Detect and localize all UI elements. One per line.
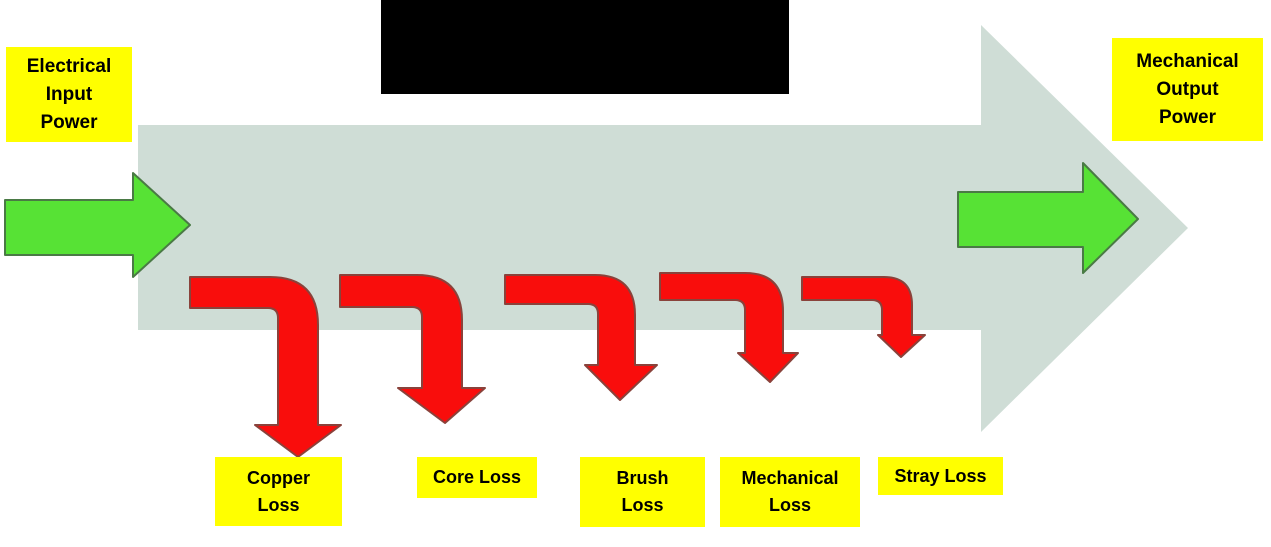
- mechanical-output-power-label: Mechanical Output Power: [1112, 38, 1263, 141]
- loss-arrow-mechanical: [659, 272, 799, 383]
- output-power-arrow: [957, 162, 1139, 274]
- stray-loss-label: Stray Loss: [878, 457, 1003, 495]
- loss-arrow-brush: [504, 274, 658, 401]
- mechanical-loss-label: Mechanical Loss: [720, 457, 860, 527]
- redacted-title-block: [381, 0, 789, 94]
- loss-arrow-stray: [801, 276, 926, 358]
- electrical-input-power-label: Electrical Input Power: [6, 47, 132, 142]
- main-flow-arrow: [138, 25, 1188, 432]
- copper-loss-label: Copper Loss: [215, 457, 342, 526]
- loss-arrow-copper: [189, 276, 342, 458]
- input-power-arrow: [4, 172, 191, 278]
- loss-arrow-core: [339, 274, 486, 424]
- core-loss-label: Core Loss: [417, 457, 537, 498]
- brush-loss-label: Brush Loss: [580, 457, 705, 527]
